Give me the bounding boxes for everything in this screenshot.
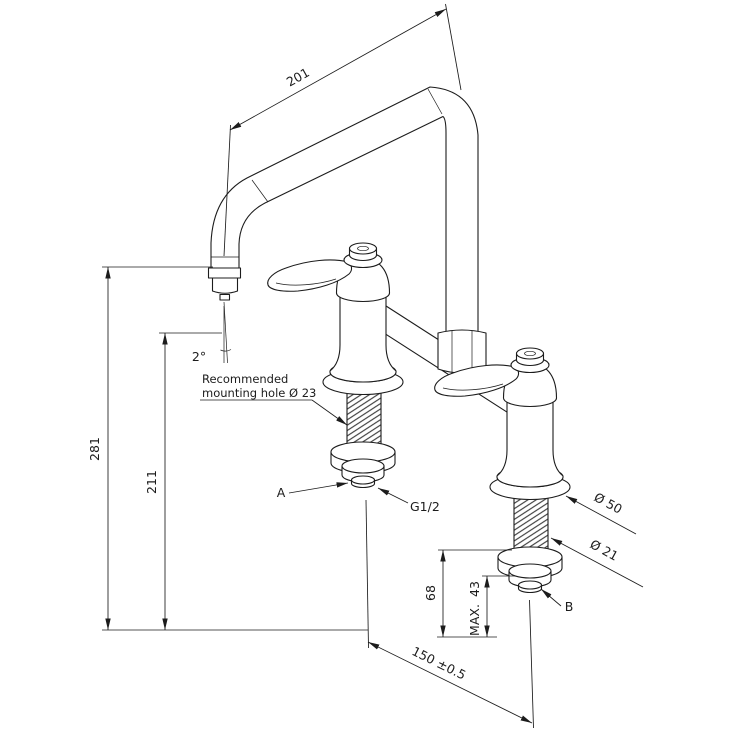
spout-joint-left: [251, 179, 269, 203]
outlet-tip: [219, 293, 231, 301]
note-leader: [311, 399, 348, 426]
outlet-nozzle: [211, 277, 239, 294]
ext-line: [529, 599, 534, 729]
dim-outlet-angle-label: 2°: [192, 349, 206, 364]
ref-a-label: A: [277, 485, 286, 500]
ref-b-label: B: [565, 599, 574, 614]
thread-size-label: G1/2: [410, 499, 440, 514]
dim-outlet-height-label: 211: [144, 470, 159, 494]
dim-max-deck-prefix: MAX.: [467, 604, 482, 636]
dim-spout-reach-line: [229, 8, 447, 131]
ref-b-leader: [540, 588, 562, 607]
ext-line: [365, 499, 369, 649]
mounting-note-line1: Recommended: [202, 372, 288, 386]
left-valve-assembly: [267, 242, 404, 489]
angle-arc: [220, 349, 232, 352]
ext-line: [445, 3, 462, 91]
right-valve-assembly: [434, 347, 571, 594]
mounting-note-line2: mounting hole Ø 23: [202, 386, 316, 400]
flange-diameter-leader: [565, 495, 637, 535]
dim-max-deck-value: 43: [467, 581, 482, 597]
outlet-collar: [207, 267, 242, 279]
thread-size-leader: [377, 487, 409, 504]
spout-outline: [210, 86, 479, 341]
dim-spout-reach-label: 201: [284, 65, 312, 90]
ext-line: [223, 124, 231, 257]
ref-a-leader: [288, 482, 349, 494]
dim-hole-centres-line: [367, 641, 533, 724]
dim-total-height-label: 281: [87, 437, 102, 461]
dim-under-deck-label: 68: [423, 585, 438, 601]
faucet-body: [207, 86, 571, 594]
outlet-axis-tilted: [223, 301, 228, 364]
shank-diameter-leader: [550, 537, 644, 588]
